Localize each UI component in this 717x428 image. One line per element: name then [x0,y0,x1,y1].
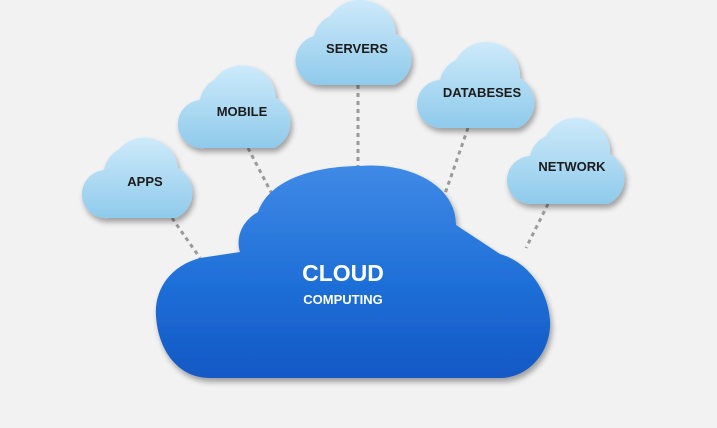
connector-apps [170,217,202,259]
connector-mobile [246,147,274,195]
central-cloud: CLOUD COMPUTING [155,165,551,378]
connectors [170,85,550,259]
central-title: CLOUD [302,260,384,286]
connector-databases [438,127,470,209]
satellite-cloud-apps: APPS [81,137,193,219]
satellite-cloud-databases: DATABESES [416,41,535,129]
satellite-cloud-mobile: MOBILE [177,65,291,149]
satellite-label-network: NETWORK [538,159,606,174]
satellite-label-mobile: MOBILE [217,104,268,119]
satellite-label-apps: APPS [127,174,163,189]
central-subtitle: COMPUTING [303,292,382,307]
satellite-cloud-network: NETWORK [506,117,625,205]
satellite-cloud-servers: SERVERS [295,0,412,85]
satellite-label-databases: DATABESES [443,85,522,100]
connector-network [524,203,550,249]
satellite-label-servers: SERVERS [326,41,388,56]
